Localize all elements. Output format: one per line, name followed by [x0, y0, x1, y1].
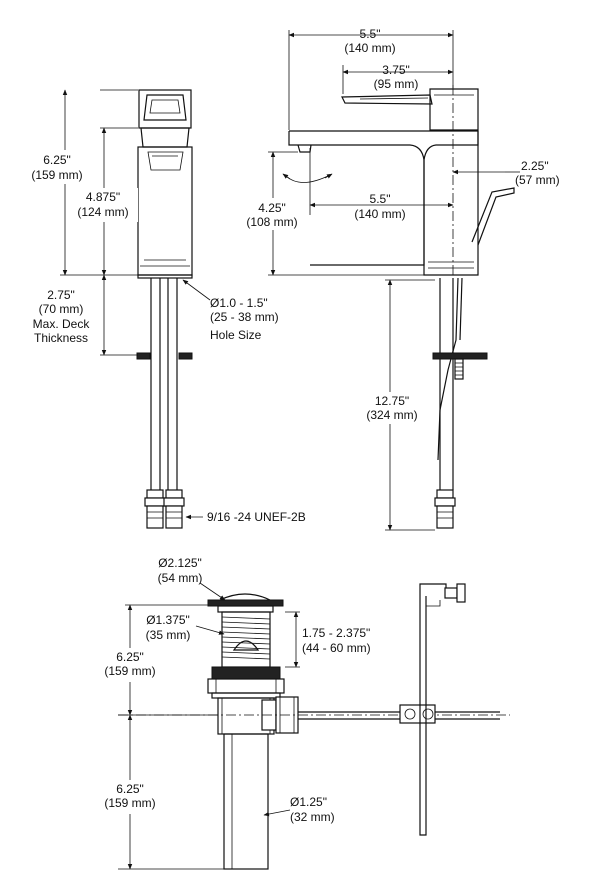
lift-rod-offset-metric: (57 mm): [515, 173, 560, 187]
overall-height-imperial: 6.25": [43, 153, 71, 167]
lift-rod-offset-imperial: 2.25": [521, 159, 549, 173]
handle-length-imperial: 3.75": [382, 63, 410, 77]
tailpiece-dia-metric: (32 mm): [290, 810, 335, 824]
supply-length-imperial: 12.75": [375, 394, 409, 408]
side-dimensions: [268, 30, 520, 531]
spout-clearance-metric: (108 mm): [246, 215, 297, 229]
tailpiece-dia-imperial: Ø1.25": [290, 795, 327, 809]
spout-reach-imperial: 5.5": [370, 192, 391, 206]
spout-height-imperial: 4.875": [86, 190, 120, 204]
front-labels: 6.25" (159 mm) 4.875" (124 mm) 2.75" (70…: [20, 150, 306, 524]
drain-view: Ø2.125" (54 mm) Ø1.375" (35 mm) 1.75 - 2…: [96, 556, 510, 870]
connection-thread: 9/16 -24 UNEF-2B: [207, 510, 306, 524]
hole-size-imperial: Ø1.0 - 1.5": [210, 296, 268, 310]
side-faucet-body: [288, 85, 515, 529]
handle-length-metric: (95 mm): [374, 77, 419, 91]
deck-thickness-imperial: 2.75": [47, 288, 75, 302]
thread-range-imperial: 1.75 - 2.375": [302, 626, 370, 640]
deck-thickness-metric: (70 mm): [39, 302, 84, 316]
side-view: 5.5" (140 mm) 3.75" (95 mm) 4.25" (108 m…: [238, 27, 560, 531]
body-dia-imperial: Ø1.375": [146, 613, 190, 627]
flange-dia-imperial: Ø2.125": [158, 556, 202, 570]
lower-height-metric: (159 mm): [104, 796, 155, 810]
hole-size-label: Hole Size: [210, 328, 262, 342]
thread-range-metric: (44 - 60 mm): [302, 641, 371, 655]
overall-depth-metric: (140 mm): [344, 41, 395, 55]
spout-reach-metric: (140 mm): [354, 207, 405, 221]
flange-dia-metric: (54 mm): [158, 571, 203, 585]
lower-height-imperial: 6.25": [116, 782, 144, 796]
front-faucet-body: [136, 89, 193, 529]
side-labels: 5.5" (140 mm) 3.75" (95 mm) 4.25" (108 m…: [238, 27, 560, 424]
spout-height-metric: (124 mm): [77, 205, 128, 219]
spout-clearance-imperial: 4.25": [258, 201, 286, 215]
upper-height-imperial: 6.25": [116, 650, 144, 664]
overall-height-metric: (159 mm): [31, 168, 82, 182]
drain-assembly: [118, 583, 510, 870]
drain-labels: Ø2.125" (54 mm) Ø1.375" (35 mm) 1.75 - 2…: [96, 556, 371, 824]
upper-height-metric: (159 mm): [104, 664, 155, 678]
overall-depth-imperial: 5.5": [360, 27, 381, 41]
deck-thickness-label-2: Thickness: [34, 331, 88, 345]
body-dia-metric: (35 mm): [146, 628, 191, 642]
hole-size-metric: (25 - 38 mm): [210, 310, 279, 324]
deck-thickness-label-1: Max. Deck: [33, 317, 91, 331]
front-view: 6.25" (159 mm) 4.875" (124 mm) 2.75" (70…: [20, 89, 306, 529]
supply-length-metric: (324 mm): [366, 408, 417, 422]
